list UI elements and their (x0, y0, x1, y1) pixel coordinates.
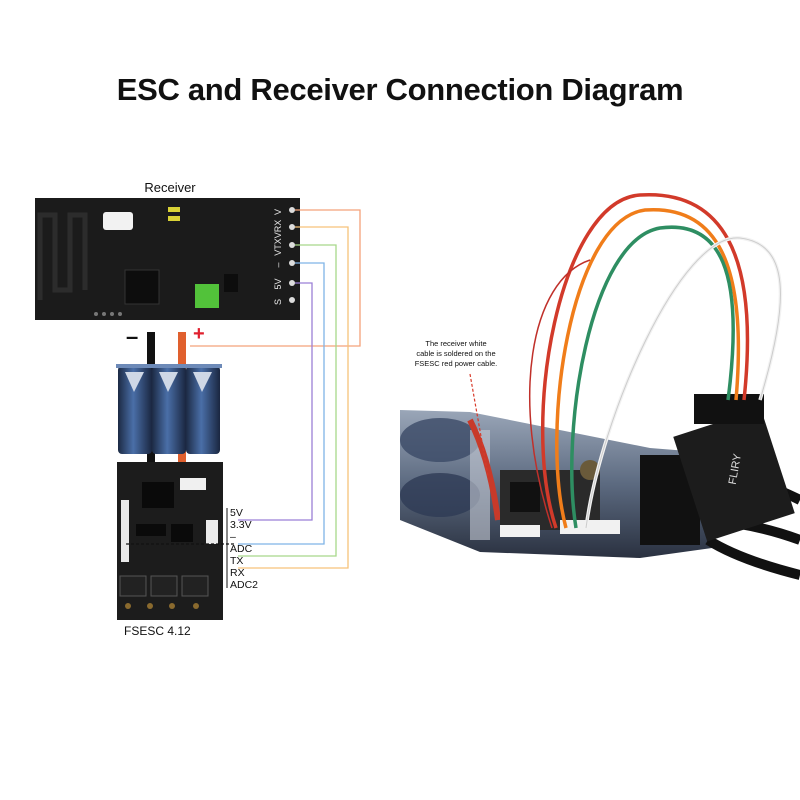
esc-pin-tx: TX (230, 555, 243, 567)
receiver-pin-vrx: VRX (273, 220, 283, 239)
photo-note-line-2: cable is soldered on the (416, 349, 495, 358)
esc-pin-3v3: 3.3V (230, 519, 252, 531)
receiver-pin-gnd: – (273, 262, 283, 267)
receiver-label: Receiver (144, 180, 196, 195)
esc-pin-gnd: – (230, 531, 236, 543)
esc-pin-adc2: ADC2 (230, 579, 258, 591)
photo-esc-assembly: FLIRY (400, 394, 800, 580)
esc-board-icon (117, 462, 223, 620)
wire-vrx (238, 226, 349, 569)
photo-module-text: FLIRY (727, 452, 744, 485)
battery-minus-label: – (126, 324, 138, 349)
esc-pin-rx: RX (230, 567, 245, 579)
page-title: ESC and Receiver Connection Diagram (116, 72, 684, 107)
photo-note-line-3: FSESC red power cable. (415, 359, 498, 368)
signal-wires (190, 209, 361, 569)
wire-5v (238, 282, 313, 521)
esc-name-label: FSESC 4.12 (124, 624, 191, 638)
wire-vtx (238, 244, 337, 557)
receiver-pin-vtx: VTX (273, 238, 283, 256)
photo-note-line-1: The receiver white (425, 339, 486, 348)
wire-v (190, 209, 361, 347)
annotation-arrow (469, 373, 489, 477)
receiver-pin-s: S (273, 299, 283, 305)
wire-gnd (238, 262, 325, 545)
receiver-pin-5v: 5V (273, 278, 283, 289)
receiver-pin-v: V (273, 209, 283, 215)
cable-loop-icon (529, 193, 783, 529)
esc-pin-5v: 5V (230, 507, 243, 519)
esc-pin-adc: ADC (230, 543, 253, 555)
battery-plus-label: + (193, 323, 205, 345)
battery-icon (116, 364, 222, 454)
receiver-board-icon (35, 198, 300, 320)
